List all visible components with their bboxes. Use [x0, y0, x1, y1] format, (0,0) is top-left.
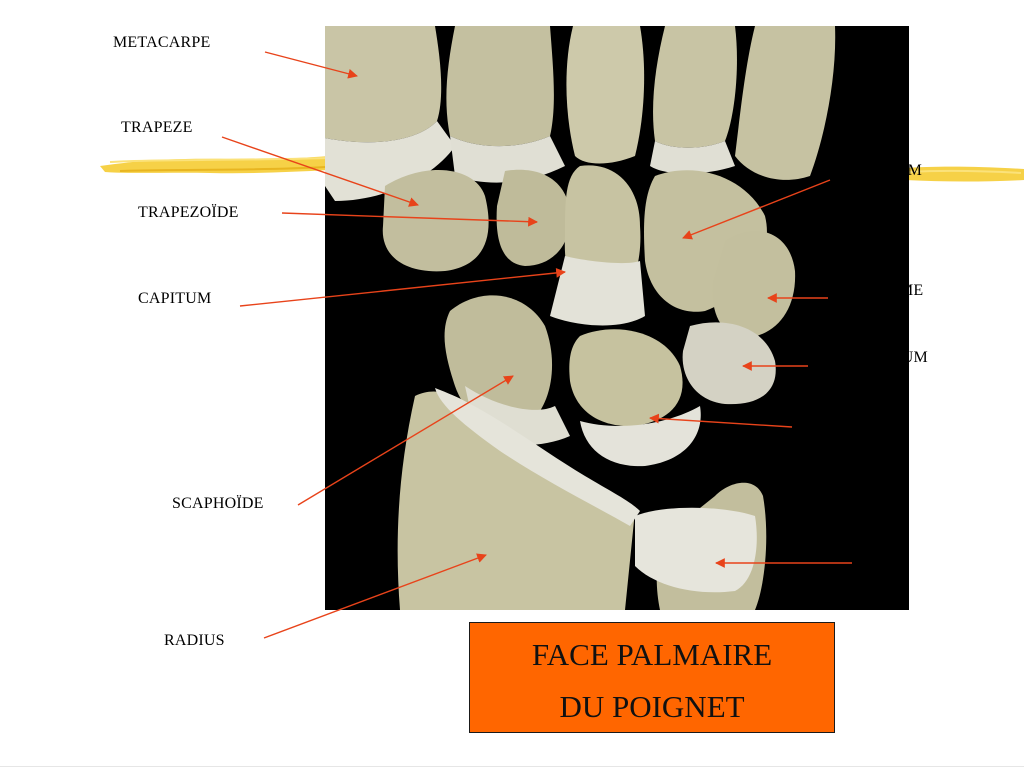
label-ulna: ULNA — [864, 538, 910, 555]
highlight-brush-left — [100, 156, 330, 174]
label-trapezoide: TRAPEZOÏDE — [138, 204, 239, 221]
label-capitum: CAPITUM — [138, 290, 212, 307]
label-hamatum: HAMATUM — [838, 162, 923, 179]
metacarpal-5 — [735, 26, 836, 180]
title-line-2: DU POIGNET — [559, 689, 745, 724]
label-trapeze: TRAPEZE — [121, 119, 193, 136]
footer-divider — [0, 766, 1024, 767]
highlight-brush-right — [905, 166, 1024, 182]
metacarpal-4 — [653, 26, 737, 148]
pisiforme-bone — [712, 231, 796, 338]
title-line-1: FACE PALMAIRE — [531, 637, 773, 672]
label-scaphoide: SCAPHOÏDE — [172, 495, 264, 512]
label-pisiforme: PISIFORME — [838, 282, 924, 299]
lunatum-bone — [569, 329, 683, 427]
label-metacarpe: METACARPE — [113, 34, 211, 51]
label-lunatum: LUNATUM — [795, 409, 875, 426]
metacarpal-2 — [446, 26, 554, 147]
trapeze-bone — [382, 169, 489, 272]
label-triquetrum: TRIQUETRUM — [821, 349, 928, 366]
wrist-bones-image — [325, 26, 909, 610]
triquetrum-bone — [682, 322, 776, 405]
metacarpal-1 — [325, 26, 442, 143]
label-radius: RADIUS — [164, 632, 225, 649]
metacarpal-3 — [566, 26, 645, 164]
title-box: FACE PALMAIRE DU POIGNET — [469, 622, 835, 733]
